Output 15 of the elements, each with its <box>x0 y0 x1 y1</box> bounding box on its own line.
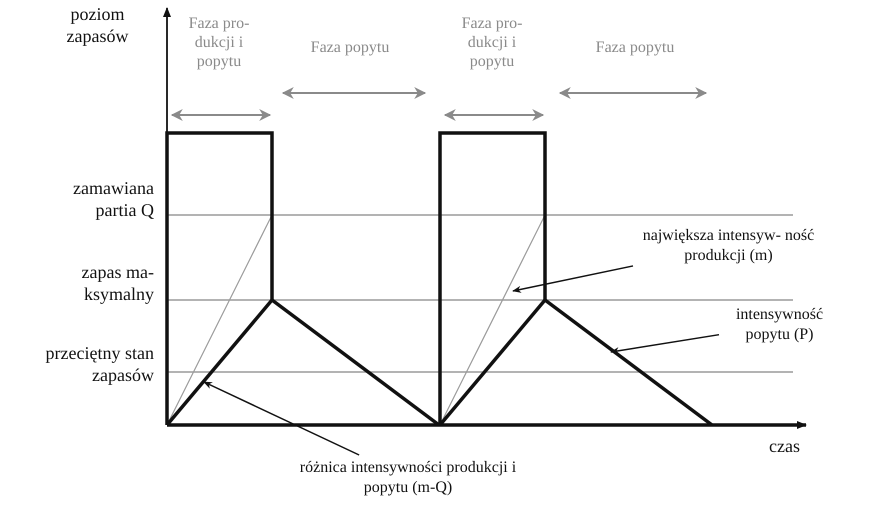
phase-label: Faza popytu <box>310 38 390 58</box>
leader-line <box>203 381 360 456</box>
axis-label: poziom zapasów <box>66 4 130 48</box>
callout-text: różnica intensywności produkcji i popytu (m-Q) <box>298 458 518 498</box>
leader-line <box>610 334 720 354</box>
leader-line <box>512 265 634 293</box>
phase-label: Faza popytu <box>594 38 676 58</box>
callout-text: największa intensyw- ność produkcji (m) <box>636 226 821 266</box>
axis-label: zamawiana partia Q <box>72 178 154 222</box>
axis-label: czas <box>768 436 800 458</box>
callout-text: intensywność popytu (P) <box>722 305 837 345</box>
phase-label: Faza pro- dukcji i popytu <box>460 14 524 72</box>
axis-label: przeciętny stan zapasów <box>44 343 154 386</box>
phase-label: Faza pro- dukcji i popytu <box>188 14 250 72</box>
axis-label: zapas ma- ksymalny <box>80 262 154 306</box>
